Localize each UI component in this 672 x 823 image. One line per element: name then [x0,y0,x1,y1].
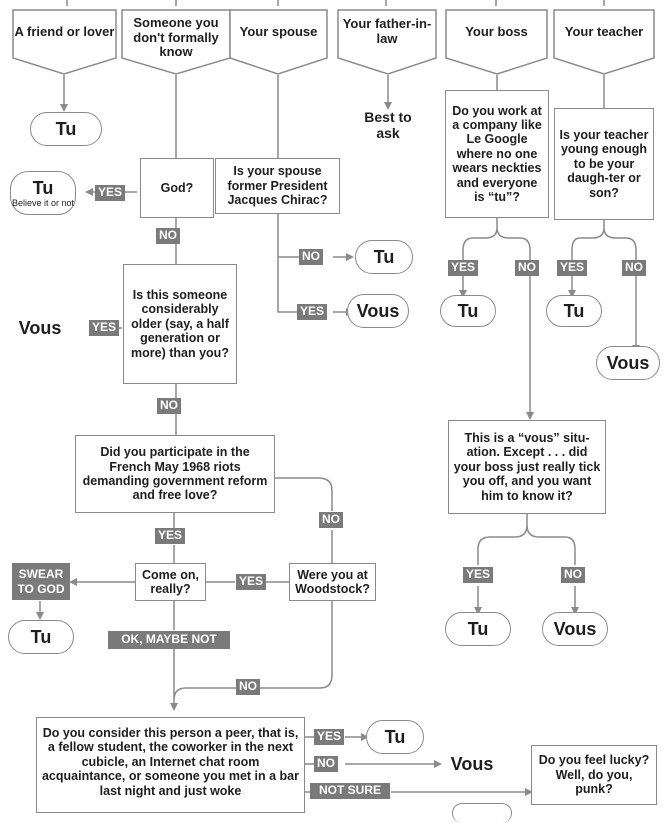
question-google: Do you work at a company like Le Google … [445,90,549,218]
tag-yes-boss: YES [463,567,494,583]
believe-it-note: Believe it or not [11,197,75,208]
answer-vous-teacher: Vous [596,346,660,380]
tag-not-sure: NOT SURE [310,783,390,799]
question-god: God? [140,158,214,218]
answer-vous-peer: Vous [450,753,494,774]
header-teacher: Your teacher [564,23,644,39]
header-boss: Your boss [465,23,528,39]
question-peer: Do you consider this person a peer, that… [36,717,305,813]
tag-yes-older: YES [89,320,120,336]
tag-no-woodstock: NO [236,679,260,695]
tag-yes-may68: YES [155,528,186,544]
question-really: Come on, really? [135,563,206,601]
answer-tu-god-text: Tu [32,178,54,199]
question-spouse: Is your spouse former President Jacques … [215,158,340,214]
tag-no-teacher: NO [622,260,646,276]
answer-partial [452,803,512,823]
answer-tu-boss: Tu [445,612,511,646]
tag-no-boss: NO [561,567,585,583]
answer-tu-swear: Tu [8,620,74,654]
answer-vous-boss: Vous [542,612,608,646]
answer-vous-spouse: Vous [347,294,409,328]
answer-vous-older: Vous [18,317,62,338]
answer-tu-teacher: Tu [546,295,602,327]
header-spouse: Your spouse [239,23,318,39]
tag-no-spouse: NO [299,249,323,265]
tag-no-may68: NO [319,512,343,528]
header-friend-lover: A friend or lover [14,23,115,39]
tag-no-peer: NO [314,756,338,772]
tag-yes-google: YES [448,260,479,276]
answer-tu-peer: Tu [366,720,424,754]
header-shapes [12,9,655,75]
tag-yes-spouse: YES [297,304,328,320]
answer-best-to-ask: Best to ask [364,108,412,141]
question-may-1968: Did you participate in the French May 19… [75,435,275,513]
tag-no-older: NO [157,398,181,414]
question-older: Is this someone considerably older (say,… [123,264,237,384]
tag-yes-peer: YES [314,729,345,745]
question-teacher: Is your teacher young enough to be your … [554,108,654,220]
question-woodstock: Were you at Woodstock? [289,563,376,601]
header-father-in-law: Your father-in-law [342,16,432,46]
answer-tu-google: Tu [440,295,496,327]
header-stranger: Someone you don't formally know [133,14,219,60]
question-boss-angry: This is a “vous” situ-ation. Except . . … [448,420,606,514]
tag-yes-god: YES [95,185,126,201]
answer-tu-spouse: Tu [355,240,413,274]
tag-no-god: NO [156,228,180,244]
tag-ok-maybe-not: OK, MAYBE NOT [108,631,230,649]
tag-no-google: NO [515,260,539,276]
answer-tu-god: Tu Believe it or not [10,171,76,215]
question-lucky: Do you feel lucky? Well, do you, punk? [531,745,657,805]
answer-tu-friend: Tu [30,112,102,146]
tag-yes-teacher: YES [557,260,588,276]
tag-swear-to-god: SWEAR TO GOD [12,563,70,600]
tag-yes-woodstock: YES [236,574,267,590]
